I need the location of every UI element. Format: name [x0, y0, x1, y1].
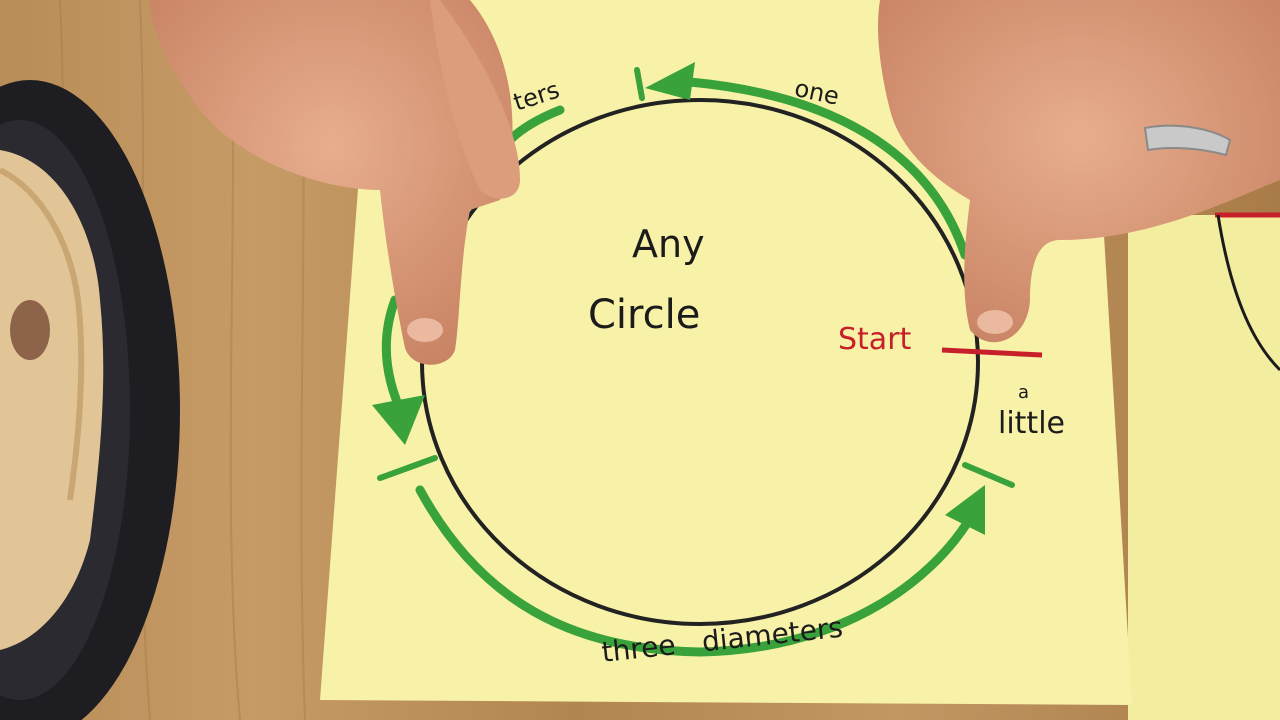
paper-right	[1128, 215, 1280, 720]
start-line	[941, 347, 1043, 358]
right-hand	[878, 0, 1280, 343]
arrow-head-right	[945, 485, 985, 535]
title-any: Any	[632, 222, 705, 266]
arrow-head-top	[645, 62, 695, 100]
pie-plate	[0, 80, 180, 720]
start-label: Start	[838, 322, 912, 357]
tick-marks	[377, 67, 1015, 488]
title-circle: Circle	[588, 292, 701, 338]
left-hand	[150, 0, 520, 365]
label-a: a	[1018, 382, 1030, 403]
paper-main	[320, 0, 1132, 705]
arrow-head-left	[372, 395, 425, 445]
label-little: little	[998, 406, 1065, 441]
